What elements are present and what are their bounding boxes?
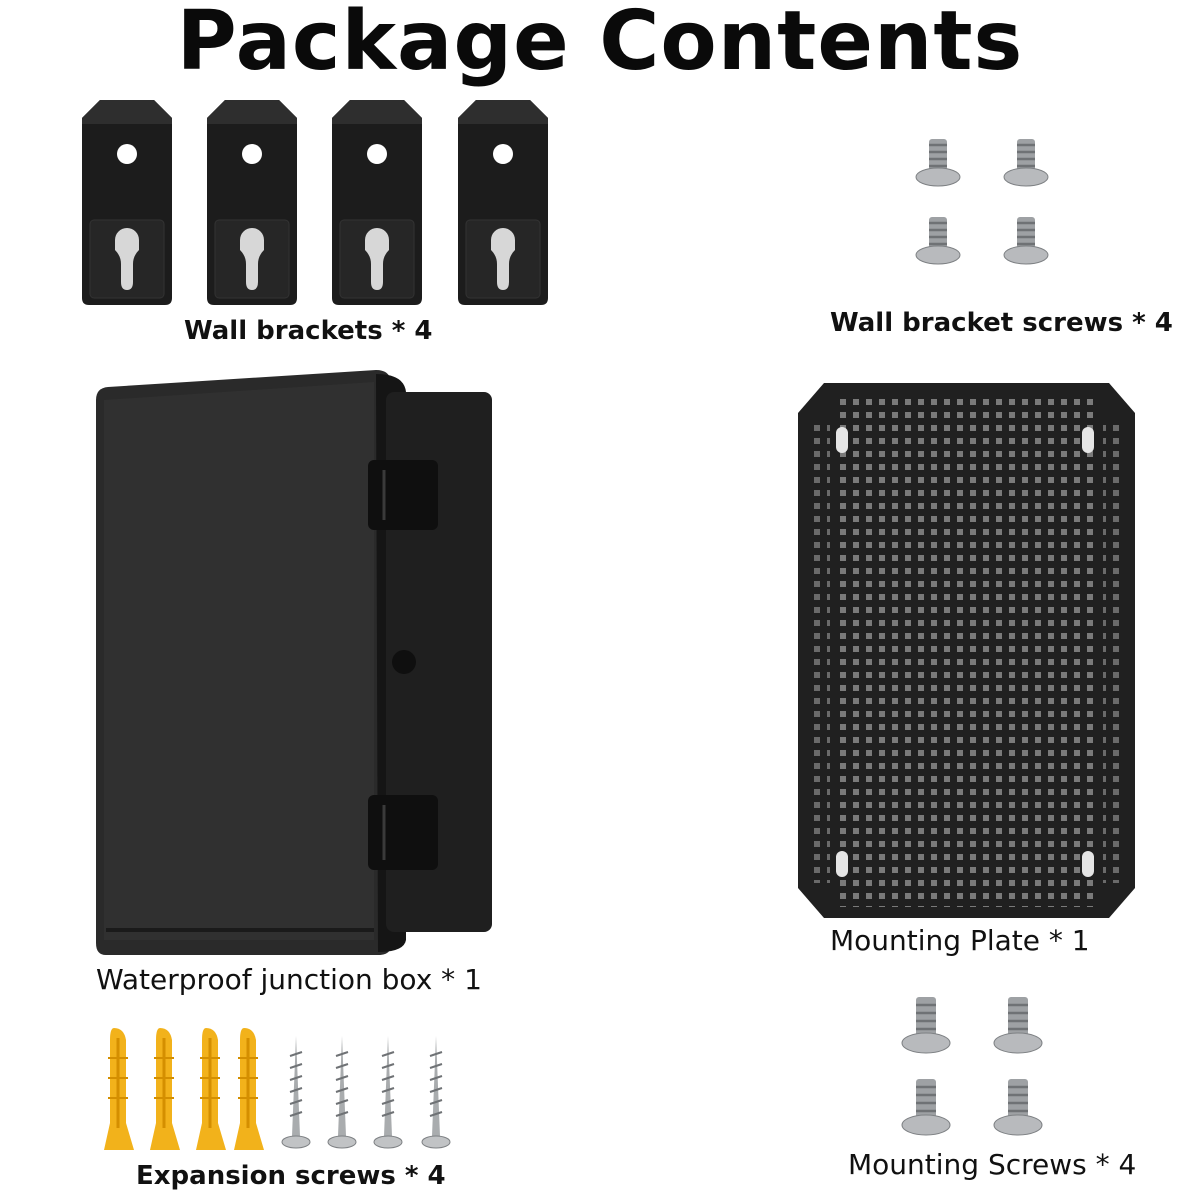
expansion-wood-screws-image bbox=[281, 1035, 451, 1149]
mounting-screws-label: Mounting Screws * 4 bbox=[848, 1148, 1137, 1181]
mounting-plate-label: Mounting Plate * 1 bbox=[830, 924, 1090, 957]
wall-bracket-screws-label: Wall bracket screws * 4 bbox=[830, 308, 1173, 338]
wall-brackets-label: Wall brackets * 4 bbox=[184, 316, 433, 346]
wall-bracket-screws-image bbox=[914, 137, 1050, 266]
mounting-screws-image bbox=[900, 995, 1044, 1137]
wall-bracket-image bbox=[332, 100, 422, 305]
wall-bracket-image bbox=[207, 100, 297, 305]
expansion-anchors-image bbox=[104, 1026, 266, 1152]
junction-box-image bbox=[96, 370, 492, 955]
wall-bracket-image bbox=[82, 100, 172, 305]
wall-bracket-image bbox=[458, 100, 548, 305]
expansion-screws-label: Expansion screws * 4 bbox=[136, 1161, 446, 1191]
mounting-plate-image bbox=[798, 383, 1135, 918]
page-title: Package Contents bbox=[176, 0, 1024, 89]
junction-box-label: Waterproof junction box * 1 bbox=[96, 963, 482, 996]
